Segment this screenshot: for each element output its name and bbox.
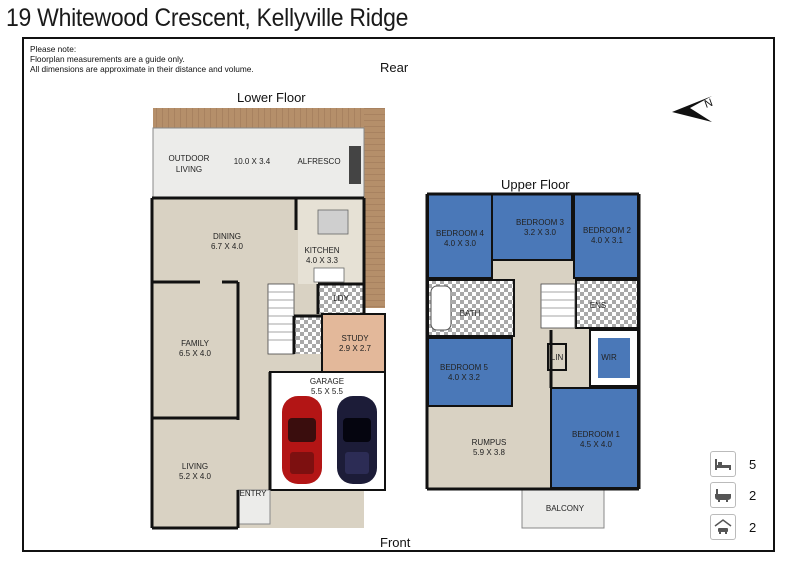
- garage-label: GARAGE: [310, 377, 344, 386]
- bedroom4-size-label: 4.0 X 3.0: [444, 239, 477, 248]
- note-line: Floorplan measurements are a guide only.: [30, 54, 185, 64]
- cooktop-icon: [313, 267, 345, 283]
- ens-label: ENS: [590, 301, 606, 310]
- bedroom1-size-label: 4.5 X 4.0: [580, 440, 613, 449]
- garage-count: 2: [749, 519, 757, 535]
- study-size-label: 2.9 X 2.7: [339, 344, 372, 353]
- svg-text:N: N: [703, 97, 715, 111]
- car-dark-icon: [337, 396, 377, 484]
- bedroom3-size-label: 3.2 X 3.0: [524, 228, 557, 237]
- bedroom1-label: BEDROOM 1: [572, 430, 621, 439]
- wir-label: WIR: [601, 353, 617, 362]
- bedroom5-size-label: 4.0 X 3.2: [448, 373, 481, 382]
- upper-floor-label: Upper Floor: [501, 177, 570, 192]
- lower-stairs: [267, 283, 295, 355]
- rumpus-label: RUMPUS: [472, 438, 507, 447]
- bedrooms-stat: 5: [710, 451, 756, 477]
- study-label: STUDY: [341, 334, 369, 343]
- wir-floor: [598, 338, 630, 378]
- kitchen-label: KITCHEN: [304, 246, 339, 255]
- upper-stairs: [540, 283, 576, 329]
- bedroom3-room: [491, 193, 573, 261]
- bedroom2-label: BEDROOM 2: [583, 226, 632, 235]
- alfresco-area: [152, 127, 365, 199]
- bedroom5-room: [427, 337, 513, 407]
- rumpus-size-label: 5.9 X 3.8: [473, 448, 506, 457]
- north-arrow-icon: N: [672, 96, 715, 122]
- note-line: Please note:: [30, 44, 77, 54]
- upper-floor-plan: BEDROOM 4 4.0 X 3.0 BEDROOM 3 3.2 X 3.0 …: [425, 192, 641, 529]
- ensuite-room: [575, 279, 639, 329]
- rear-label: Rear: [380, 60, 409, 75]
- bath-icon: [710, 482, 736, 508]
- car-red-icon: [282, 396, 322, 484]
- lower-floor-plan: OUTDOOR LIVING 10.0 X 3.4 ALFRESCO DININ…: [150, 108, 386, 530]
- car-icon: [710, 514, 736, 540]
- dining-size-label: 6.7 X 4.0: [211, 242, 244, 251]
- bedroom4-room: [427, 193, 493, 279]
- page-title: 19 Whitewood Crescent, Kellyville Ridge: [6, 4, 409, 32]
- bedroom5-label: BEDROOM 5: [440, 363, 489, 372]
- bedroom2-size-label: 4.0 X 3.1: [591, 236, 624, 245]
- bath-label: BATH: [460, 309, 481, 318]
- front-label: Front: [380, 535, 411, 550]
- lower-floor-label: Lower Floor: [237, 90, 306, 105]
- floorplan-frame: [22, 37, 775, 552]
- laundry-floor: [318, 284, 364, 314]
- alfresco-label: ALFRESCO: [297, 157, 340, 166]
- entry-label: ENTRY: [240, 489, 268, 498]
- powder-room-floor: [294, 316, 322, 354]
- disclaimer-note: Please note: Floorplan measurements are …: [30, 44, 254, 74]
- living-size-label: 5.2 X 4.0: [179, 472, 212, 481]
- family-size-label: 6.5 X 4.0: [179, 349, 212, 358]
- deck-side: [364, 108, 385, 308]
- family-label: FAMILY: [181, 339, 210, 348]
- kitchen-island: [317, 209, 349, 235]
- bedrooms-count: 5: [749, 456, 757, 472]
- bedroom4-label: BEDROOM 4: [436, 229, 485, 238]
- bathtub-icon: [430, 285, 452, 331]
- bbq-icon: [349, 146, 361, 184]
- deck-top: [153, 108, 385, 128]
- outdoor-living-label: OUTDOOR: [169, 154, 210, 163]
- living-label: LIVING: [182, 462, 208, 471]
- bathrooms-stat: 2: [710, 482, 756, 508]
- outdoor-living-label-2: LIVING: [176, 165, 202, 174]
- bedroom3-label: BEDROOM 3: [516, 218, 565, 227]
- kitchen-size-label: 4.0 X 3.3: [306, 256, 339, 265]
- ldy-label: LDY: [333, 294, 349, 303]
- entry-porch: [237, 489, 271, 525]
- lin-label: LIN: [551, 353, 564, 362]
- garage-stat: 2: [710, 514, 756, 540]
- note-line: All dimensions are approximate in their …: [30, 64, 254, 74]
- garage-size-label: 5.5 X 5.5: [311, 387, 344, 396]
- balcony-label: BALCONY: [546, 504, 585, 513]
- dining-label: DINING: [213, 232, 241, 241]
- bed-icon: [710, 451, 736, 477]
- bathrooms-count: 2: [749, 487, 757, 503]
- balcony-area: [521, 487, 605, 529]
- study-room: [321, 313, 386, 373]
- alfresco-size-label: 10.0 X 3.4: [234, 157, 271, 166]
